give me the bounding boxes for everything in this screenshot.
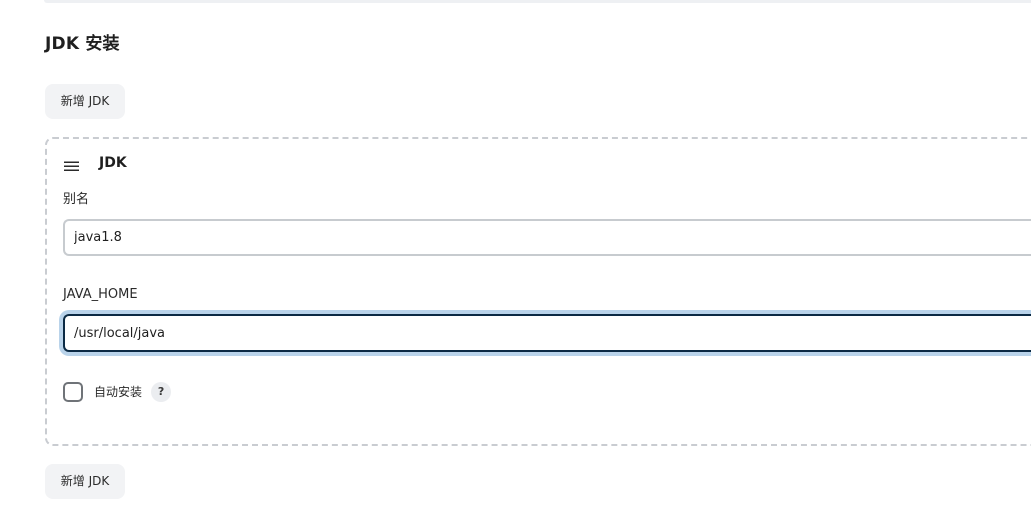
java-home-label: JAVA_HOME — [63, 287, 138, 302]
add-jdk-button-bottom[interactable]: 新增 JDK — [45, 464, 125, 499]
section-title: JDK 安装 — [45, 34, 120, 54]
alias-label: 别名 — [63, 192, 90, 207]
section-divider — [44, 0, 1031, 3]
help-icon[interactable]: ? — [151, 382, 172, 402]
auto-install-checkbox[interactable] — [63, 382, 83, 402]
card-header: JDK — [64, 153, 127, 173]
java-home-input[interactable] — [63, 314, 1031, 352]
jdk-installation-card: JDK 别名 JAVA_HOME 自动安装 ? — [45, 137, 1031, 446]
auto-install-label[interactable]: 自动安装 — [94, 385, 143, 399]
alias-input[interactable] — [63, 219, 1031, 256]
auto-install-row: 自动安装 ? — [63, 380, 172, 404]
drag-handle-icon[interactable] — [64, 157, 80, 171]
card-title: JDK — [99, 155, 127, 171]
add-jdk-button-top[interactable]: 新增 JDK — [45, 84, 125, 119]
